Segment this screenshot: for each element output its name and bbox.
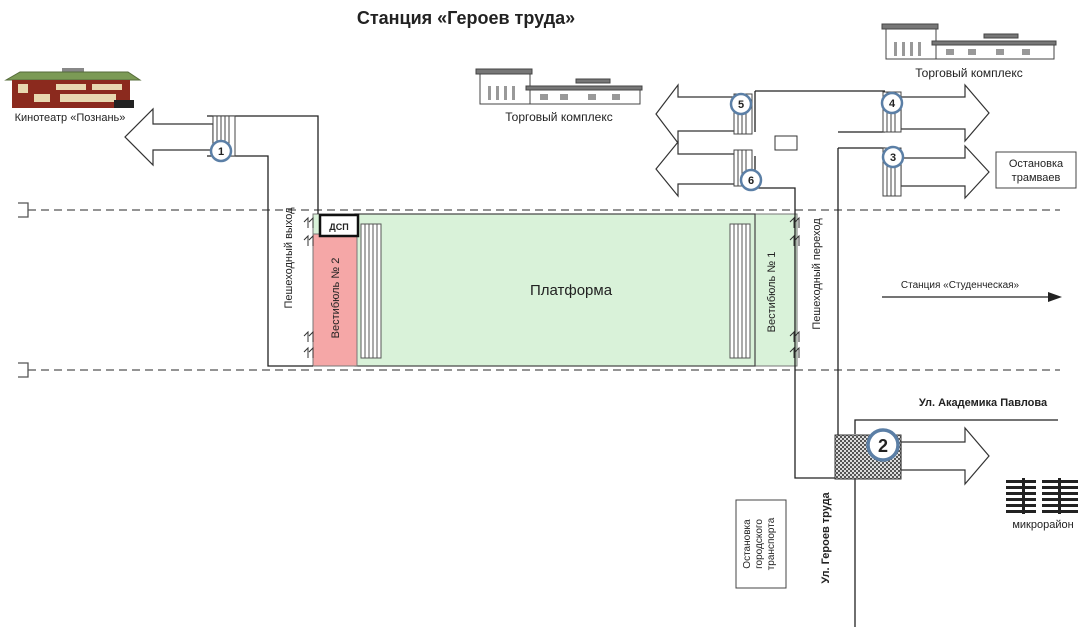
exit-badge-6[interactable]: 6: [739, 168, 763, 192]
exit-badge-4[interactable]: 4: [880, 91, 904, 115]
vestibule-1-label: Вестибюль № 1: [766, 252, 778, 333]
exit-badge-1-number: 1: [218, 146, 224, 158]
mall-right-label: Торговый комплекс: [915, 66, 1022, 80]
west-exit-corridor: [207, 115, 319, 367]
page-title: Станция «Героев труда»: [357, 8, 575, 28]
tracks: [18, 202, 1060, 378]
dsp-label: ДСП: [329, 222, 348, 232]
streets: [854, 419, 1058, 627]
ventilation-kiosk: [774, 135, 798, 151]
bus-stop-label-3: транспорта: [766, 517, 777, 570]
cinema-building-icon: [4, 68, 142, 108]
exit-badge-2-number: 2: [878, 436, 888, 456]
platform-label: Платформа: [530, 282, 613, 299]
exit-badge-5-number: 5: [738, 99, 744, 111]
street-geroev-label: Ул. Героев труда: [820, 491, 832, 583]
escalator-west: [360, 223, 382, 359]
bus-stop-label-1: Остановка: [742, 519, 753, 569]
exit-badge-3-number: 3: [890, 152, 896, 164]
bus-stop-box: [735, 499, 787, 589]
tram-stop-box: [995, 151, 1077, 189]
cinema-label: Кинотеатр «Познань»: [15, 112, 126, 124]
exit-badge-3[interactable]: 3: [881, 145, 905, 169]
mall-left-label: Торговый комплекс: [505, 110, 612, 124]
platform: [354, 213, 756, 367]
vestibule-2-label: Вестибюль № 2: [330, 258, 342, 339]
exit-1-arrow: [124, 107, 214, 167]
district-label: микрорайон: [1012, 519, 1073, 531]
mall-right-icon: [881, 23, 1057, 60]
north-corridor: [754, 90, 885, 479]
exit-badge-5[interactable]: 5: [729, 92, 753, 116]
mall-left-icon: [475, 68, 643, 105]
escalator-east: [729, 223, 751, 359]
exit-badge-2[interactable]: 2: [866, 428, 900, 462]
vestibule-2: [312, 233, 358, 367]
street-pavlova-label: Ул. Академика Павлова: [919, 397, 1048, 409]
tram-stop-label-1: Остановка: [1009, 158, 1064, 170]
exit-badge-6-number: 6: [748, 175, 754, 187]
ped-exit-label: Пешеходный выход: [283, 207, 295, 309]
exit-4-arrow: [900, 83, 990, 143]
exit-badge-4-number: 4: [889, 98, 896, 110]
next-station-arrow-icon: [882, 292, 1062, 302]
dsp-room: [318, 213, 360, 238]
tram-stop-label-2: трамваев: [1012, 172, 1061, 184]
exit-6-arrow: [655, 140, 736, 198]
doors: [303, 216, 800, 358]
exit-2-arrow: [900, 426, 990, 486]
exit-badge-1[interactable]: 1: [209, 139, 233, 163]
exit-3-arrow: [900, 144, 990, 200]
exit-5-arrow: [655, 83, 736, 145]
bus-stop-label-2: городского: [754, 519, 765, 569]
ped-crossing-label: Пешеходный переход: [811, 218, 823, 330]
next-station-label: Станция «Студенческая»: [901, 280, 1020, 291]
district-buildings-icon: [1006, 478, 1078, 514]
